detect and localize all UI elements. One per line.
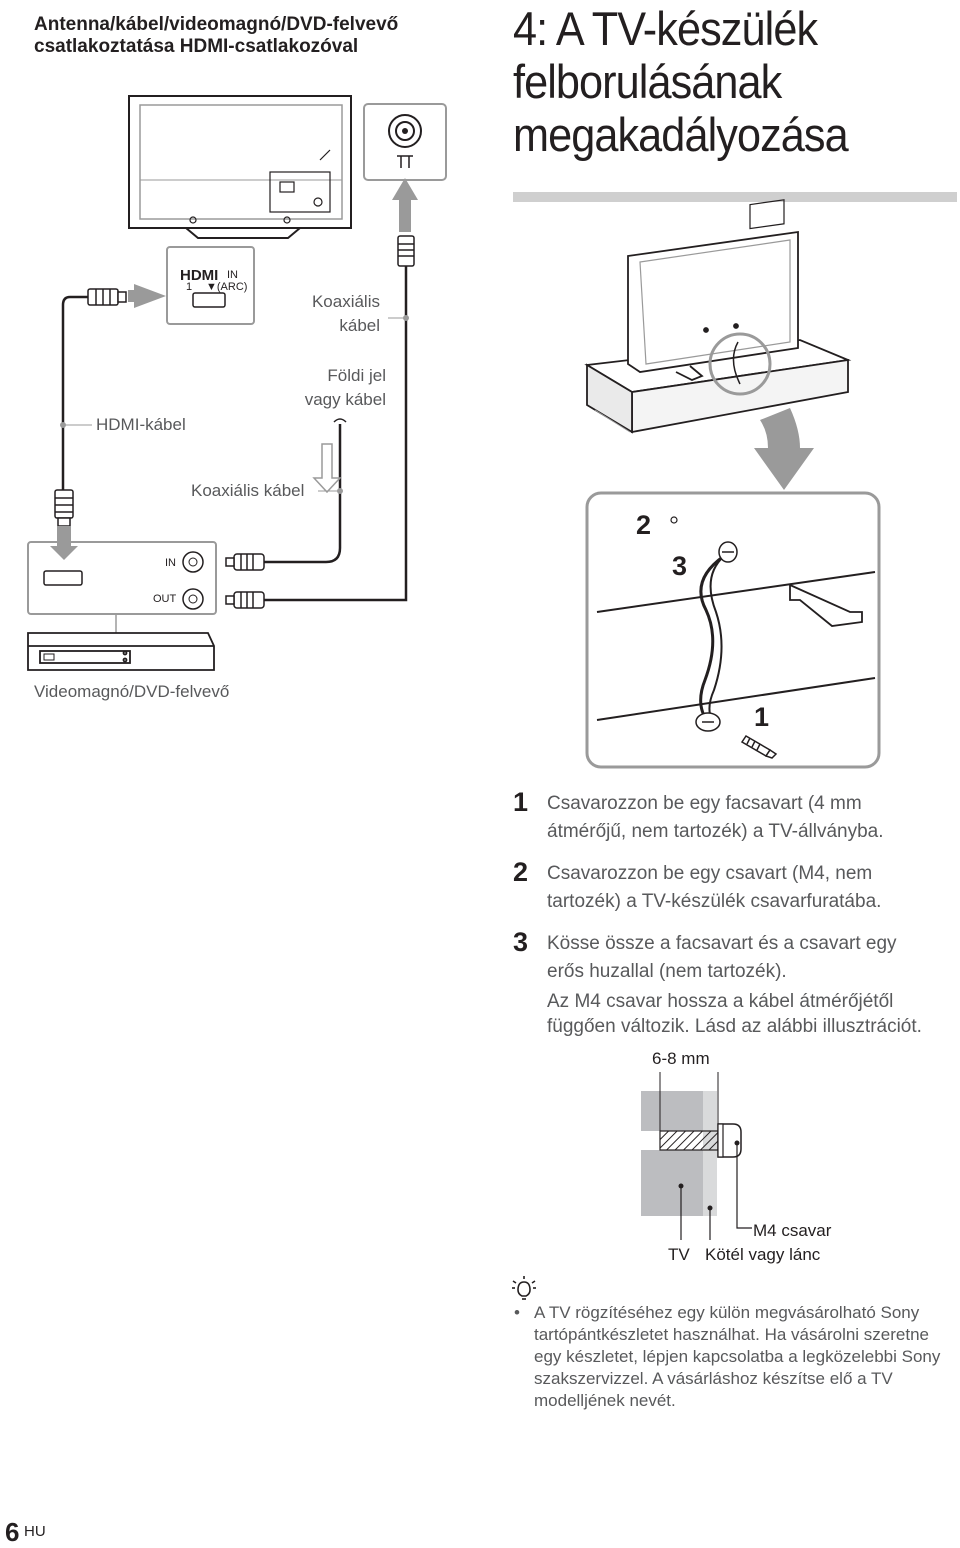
hdmi-arc-label: ▼(ARC) [206,281,248,293]
tip-line2: tartópántkészletet használhat. Ha vásáro… [534,1325,930,1344]
tip-line3: egy készletet, lépjen kapcsolatba a legk… [534,1347,941,1366]
hdmi-cable-label: HDMI-kábel [96,415,186,434]
right-title-line2: felborulásának [513,55,782,108]
tip-line4: szakszervizzel. A vásárláshoz készítse e… [534,1369,893,1388]
right-title-line1: 4: A TV-készülék [513,2,818,55]
coax-plug-top [397,235,415,267]
tip-lightbulb-icon [512,1276,536,1300]
step2-line2: tartozék) a TV-készülék csavarfuratába. [547,891,882,912]
ground-signal-label: Földi jel vagy kábel [270,364,386,412]
hdmi-port-number: 1 [186,281,193,293]
coax-label-line2: kábel [339,316,380,335]
recorder-device [27,632,215,671]
anti-tip-number-2: 2 [636,510,652,540]
ground-signal-line2: vagy kábel [304,390,386,409]
tip-line5: modelljének nevét. [534,1391,676,1410]
right-title-line3: megakadályozása [513,108,849,161]
rope-label: Kötél vagy lánc [705,1245,821,1264]
language-code: HU [24,1523,46,1540]
hdmi-port-panel [166,246,255,325]
step3-text: Kösse össze a facsavart és a csavart egy… [547,930,897,986]
left-section-title: Antenna/kábel/videomagnó/DVD-felvevő csa… [34,14,399,57]
step3-number: 3 [513,927,529,957]
tv-back-illustration [128,95,352,239]
recorder-port-panel [27,541,217,615]
anti-tip-number-3: 3 [672,551,688,581]
recorder-label: Videomagnó/DVD-felvevő [34,682,230,701]
hdmi-logo: HDMI [180,267,219,284]
step2-text: Csavarozzon be egy csavart (M4, nem tart… [547,860,881,916]
title-divider-bar [513,192,957,202]
ground-signal-line1: Földi jel [327,366,386,385]
step3-note-line2: függően változik. Lásd az alábbi illuszt… [547,1016,922,1037]
anti-tip-number-1: 1 [754,702,770,732]
right-section-title: 4: A TV-készülék felborulásának megakadá… [513,2,918,161]
dimension-label: 6-8 mm [652,1049,710,1068]
step1-number: 1 [513,787,529,817]
tv-label: TV [668,1245,690,1264]
step2-line1: Csavarozzon be egy csavart (M4, nem [547,863,873,884]
coax-label: Koaxiális kábel [270,290,380,338]
step3-line2: erős huzallal (nem tartozék). [547,961,787,982]
step1-line1: Csavarozzon be egy facsavart (4 mm [547,793,862,814]
tip-line1: A TV rögzítéséhez egy külön megvásárolha… [534,1303,920,1322]
in-port-label: IN [165,557,176,569]
tip-text: A TV rögzítéséhez egy külön megvásárolha… [534,1302,959,1412]
coax-cable-label: Koaxiális kábel [191,481,305,500]
step3-line1: Kösse össze a facsavart és a csavart egy [547,933,897,954]
tip-bullet: • [514,1303,520,1322]
m4-screw-label: M4 csavar [753,1221,832,1240]
hdmi-in-label: IN [227,269,238,281]
step1-text: Csavarozzon be egy facsavart (4 mm átmér… [547,790,884,846]
wood-screw-icon [695,712,778,759]
coax-label-line1: Koaxiális [311,292,380,311]
step3-note: Az M4 csavar hossza a kábel átmérőjétől … [547,989,922,1039]
step2-number: 2 [513,857,529,887]
tv-screw-icon [718,541,738,563]
rf-plug-in [225,553,265,571]
rf-plug-out [225,591,265,609]
step1-line2: átmérőjű, nem tartozék) a TV-állványba. [547,821,884,842]
page-number: 6 [5,1517,20,1547]
hdmi-plug-bottom [54,489,74,527]
out-port-label: OUT [153,593,177,605]
step3-note-line1: Az M4 csavar hossza a kábel átmérőjétől [547,991,894,1012]
